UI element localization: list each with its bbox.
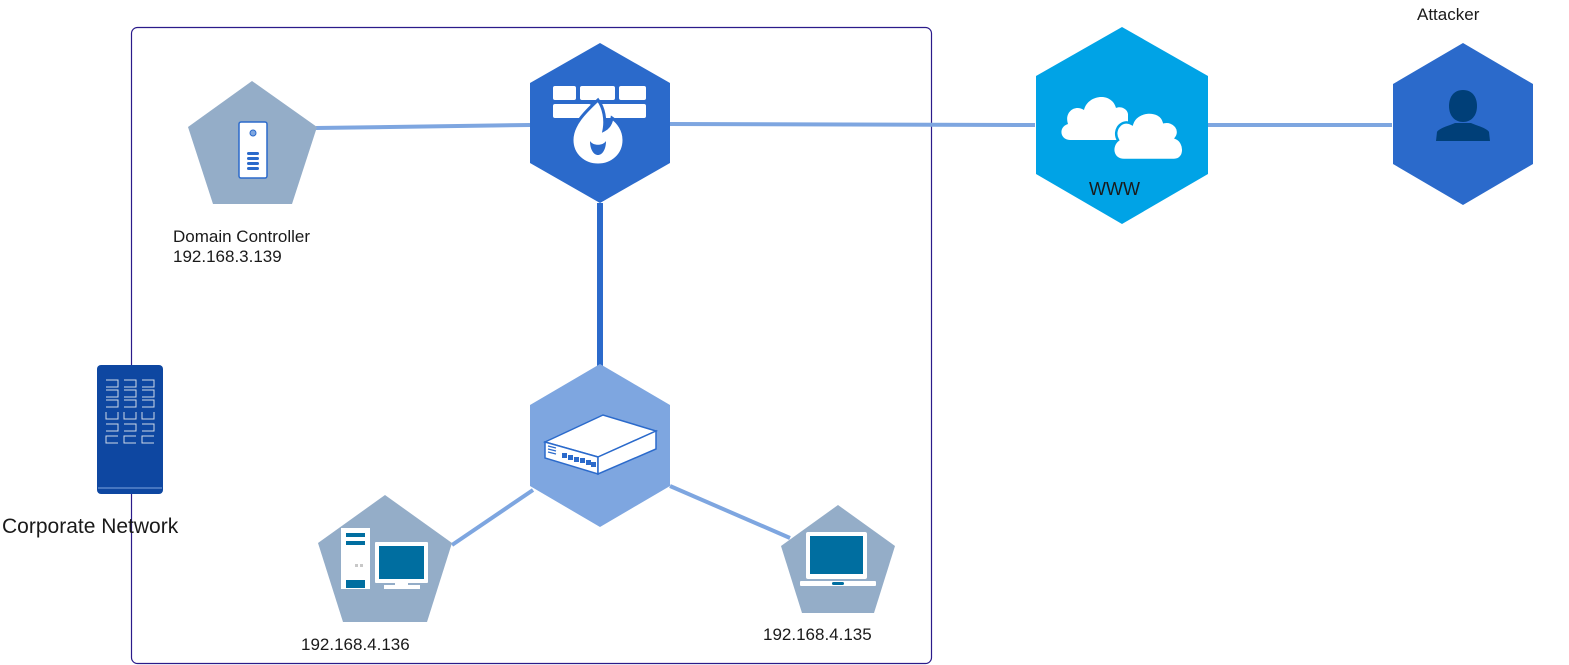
- firewall-node[interactable]: [530, 43, 670, 203]
- server-icon: [238, 121, 268, 179]
- edge-switch-laptop[interactable]: [669, 484, 791, 540]
- domain-controller-ip: 192.168.3.139: [173, 247, 282, 266]
- edge-switch-workstation[interactable]: [450, 488, 535, 547]
- building-window: [106, 379, 119, 388]
- building-window: [106, 389, 119, 398]
- building-window: [123, 435, 136, 444]
- domain-controller-label: Domain Controller 192.168.3.139: [173, 227, 310, 267]
- building-window: [124, 399, 137, 408]
- building-window: [105, 435, 118, 444]
- corporate-network-group-border[interactable]: [130, 26, 933, 665]
- user-icon: [1436, 90, 1490, 141]
- building-window: [142, 399, 155, 408]
- network-switch-icon: [542, 414, 659, 476]
- laptop-node[interactable]: [781, 505, 895, 613]
- laptop-icon: [800, 532, 876, 586]
- corporate-network-label: Corporate Network: [2, 515, 179, 538]
- building-window: [106, 423, 119, 432]
- building-window: [123, 412, 137, 420]
- switch-node[interactable]: [530, 364, 670, 527]
- building-window: [106, 399, 119, 408]
- corporate-building-icon: [97, 365, 163, 494]
- attacker-label: Attacker: [1417, 5, 1480, 24]
- workstation-ip-label: 192.168.4.136: [301, 635, 410, 654]
- internet-label: WWW: [1089, 179, 1140, 199]
- building-window: [142, 423, 155, 432]
- workstation-node[interactable]: [318, 495, 452, 622]
- desktop-pc-icon: [341, 528, 428, 589]
- laptop-ip-label: 192.168.4.135: [763, 625, 872, 644]
- building-window: [124, 423, 137, 432]
- building-window: [141, 435, 154, 444]
- internet-node[interactable]: [1036, 27, 1208, 224]
- building-window: [124, 389, 137, 398]
- edge-dc-firewall[interactable]: [315, 123, 531, 130]
- building-window: [142, 389, 155, 398]
- building-window: [124, 379, 137, 388]
- edge-firewall-internet[interactable]: [669, 122, 1036, 127]
- domain-controller-node[interactable]: [188, 81, 317, 204]
- building-window: [105, 412, 119, 420]
- domain-controller-name: Domain Controller: [173, 227, 310, 246]
- building-window: [142, 379, 155, 388]
- firewall-icon: [553, 86, 646, 167]
- building-window: [141, 412, 155, 420]
- cloud-icon: [1061, 96, 1185, 162]
- attacker-node[interactable]: [1393, 43, 1533, 205]
